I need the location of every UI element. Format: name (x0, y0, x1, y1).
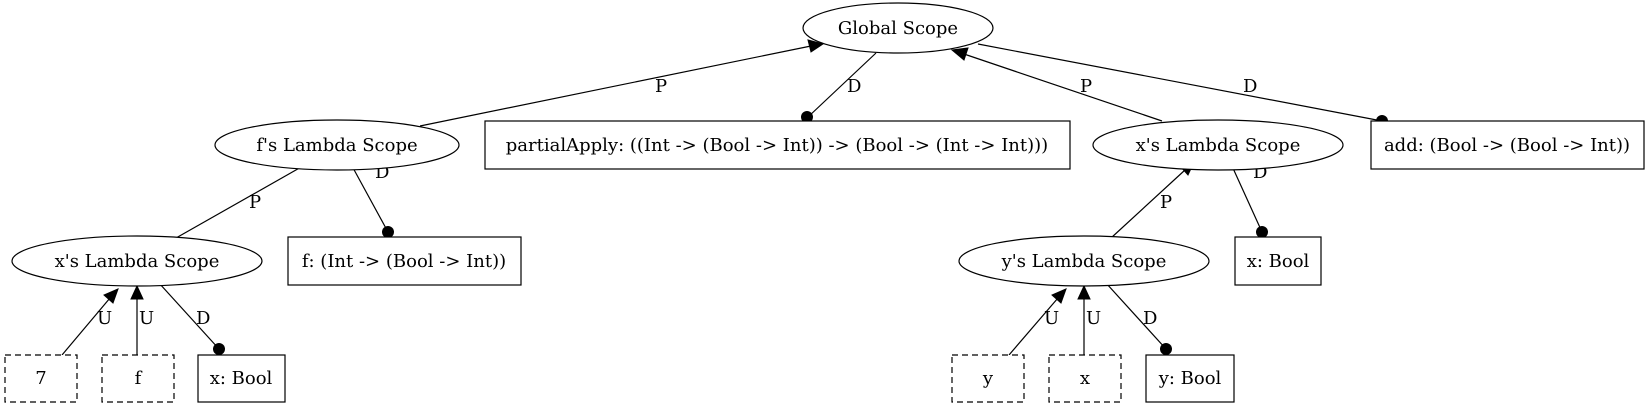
edge-global-to-partialapply: D (801, 52, 877, 123)
edge-global-to-add: D (977, 43, 1388, 127)
edge-use-7-to-x-left: U (61, 288, 119, 356)
node-use-y: y (951, 354, 1025, 403)
node-partialapply-decl: partialApply: ((Int -> (Bool -> Int)) ->… (484, 120, 1071, 170)
edge-use-x-to-y-scope: U (1077, 284, 1101, 355)
edge-label-d: D (1243, 76, 1257, 97)
node-label: x: Bool (1247, 251, 1310, 272)
node-label: f (135, 368, 143, 389)
node-x-lambda-scope-right: x's Lambda Scope (1092, 119, 1344, 171)
edge-f-scope-to-global: P (419, 39, 825, 127)
node-label: add: (Bool -> (Bool -> Int)) (1384, 135, 1630, 156)
node-label: f: (Int -> (Bool -> Int)) (302, 251, 506, 272)
node-use-f: f (101, 354, 175, 403)
node-f-decl: f: (Int -> (Bool -> Int)) (287, 236, 522, 286)
node-label: f's Lambda Scope (256, 135, 417, 156)
edge-label-p: P (1160, 192, 1172, 213)
edge-x-left-to-x-bool: D (158, 282, 225, 355)
edge-f-scope-to-f-decl: D (351, 162, 394, 238)
edge-label-u: U (97, 308, 112, 329)
node-x-lambda-scope-left: x's Lambda Scope (11, 235, 263, 287)
edge-y-scope-to-x-right: P (1110, 161, 1195, 239)
node-label: x: Bool (210, 368, 273, 389)
node-label: 7 (35, 368, 46, 389)
edge-label-d: D (196, 308, 210, 329)
node-label: y's Lambda Scope (1001, 251, 1167, 272)
edge-label-p: P (249, 192, 261, 213)
node-label: partialApply: ((Int -> (Bool -> Int)) ->… (506, 135, 1048, 156)
edge-label-p: P (1080, 76, 1092, 97)
node-label: x's Lambda Scope (1136, 135, 1301, 156)
node-label: y (982, 368, 994, 389)
node-label: y: Bool (1158, 368, 1222, 389)
node-f-lambda-scope: f's Lambda Scope (214, 119, 460, 171)
edge-x-right-to-x-bool: D (1231, 162, 1268, 238)
edge-use-f-to-x-left: U (130, 284, 154, 355)
node-use-7: 7 (4, 354, 78, 403)
node-label: x's Lambda Scope (55, 251, 220, 272)
edge-use-y-to-y-scope: U (1008, 288, 1067, 356)
edge-label-d: D (1143, 308, 1157, 329)
node-y-bool: y: Bool (1145, 354, 1235, 403)
node-label: x (1080, 368, 1090, 389)
edge-label-d: D (847, 76, 861, 97)
node-x-bool-left: x: Bool (197, 354, 286, 403)
node-global-scope: Global Scope (802, 2, 994, 54)
edge-label-u: U (139, 308, 154, 329)
node-label: Global Scope (838, 18, 958, 39)
node-add-decl: add: (Bool -> (Bool -> Int)) (1370, 120, 1645, 170)
edge-label-p: P (655, 76, 667, 97)
edge-y-scope-to-y-bool: D (1105, 282, 1172, 355)
node-x-bool-right: x: Bool (1234, 236, 1322, 286)
edge-x-right-to-global: P (950, 47, 1163, 122)
node-use-x: x (1048, 354, 1122, 403)
edge-label-u: U (1044, 308, 1059, 329)
edge-label-u: U (1086, 308, 1101, 329)
node-y-lambda-scope: y's Lambda Scope (958, 235, 1210, 287)
